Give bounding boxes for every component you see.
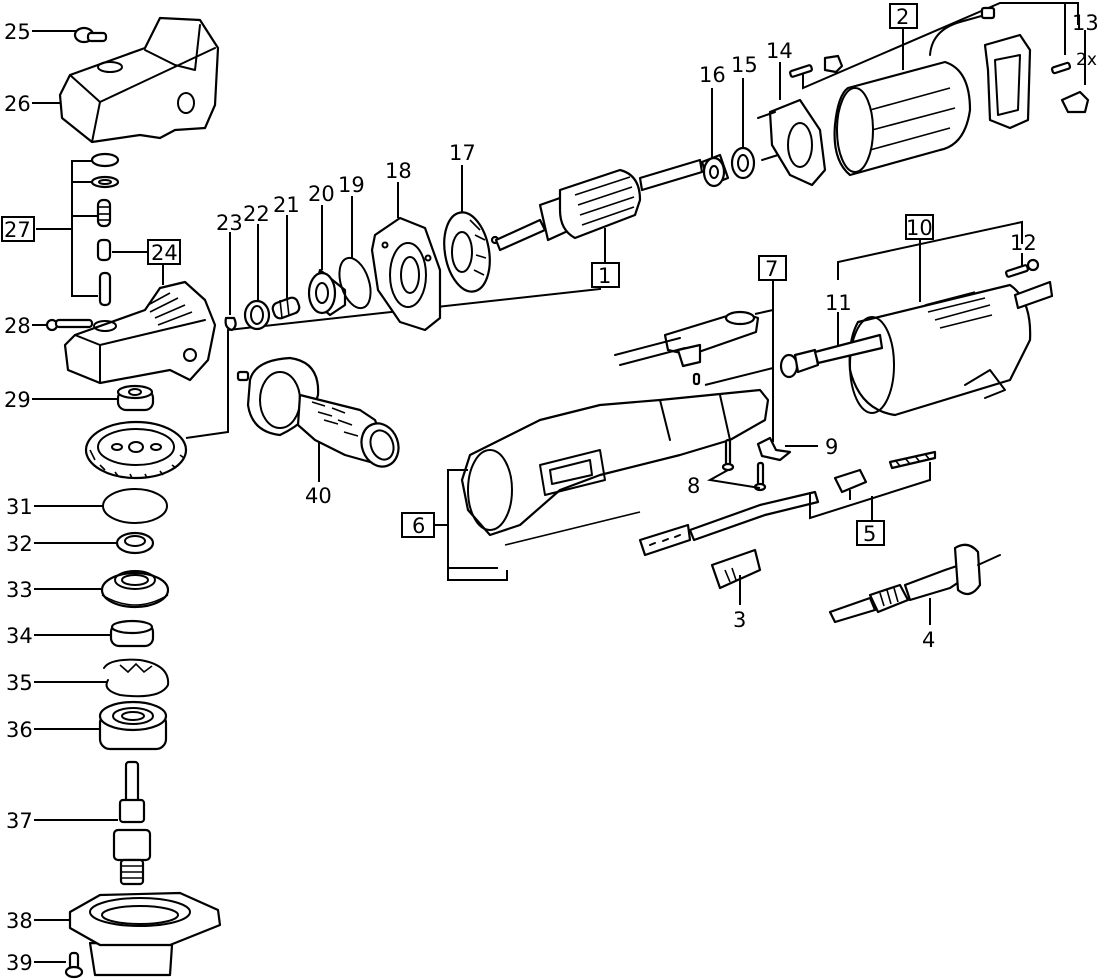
- label-22: 22: [243, 202, 270, 226]
- part-28-screw: [32, 318, 94, 332]
- label-15: 15: [731, 53, 758, 77]
- label-28: 28: [4, 314, 31, 338]
- part-bevel-gear: [84, 420, 188, 480]
- label-18: 18: [385, 159, 412, 183]
- part-18-bearing-plate: [370, 216, 442, 332]
- part-17-fan: [443, 211, 500, 293]
- part-26-gear-cover: [58, 16, 220, 144]
- label-1: 1: [598, 264, 611, 288]
- label-36: 36: [6, 718, 33, 742]
- label-39: 39: [6, 951, 33, 975]
- part-4-power-cord: [828, 543, 1001, 624]
- part-22-bearing-seal: [243, 299, 271, 331]
- label-27: 27: [4, 218, 31, 242]
- part-36-bearing: [34, 700, 168, 751]
- part-24-gear-housing: [63, 280, 217, 385]
- label-8: 8: [687, 474, 700, 498]
- label-20: 20: [308, 182, 335, 206]
- part-2-stator: [789, 6, 1032, 177]
- label-21: 21: [273, 193, 300, 217]
- label-3: 3: [733, 608, 746, 632]
- label-23: 23: [216, 211, 243, 235]
- part-10-motor-housing: [848, 280, 1054, 417]
- label-7: 7: [765, 257, 778, 281]
- part-11-housing-screw: [779, 333, 884, 379]
- box-1: [591, 262, 620, 288]
- label-26: 26: [4, 92, 31, 116]
- label-35: 35: [6, 671, 33, 695]
- part-37-spindle: [34, 760, 152, 886]
- part-35-circlip: [34, 658, 170, 698]
- part-29-bearing: [32, 384, 155, 412]
- label-29: 29: [4, 388, 31, 412]
- part-32-seal: [34, 531, 155, 555]
- label-12: 12: [1010, 231, 1037, 255]
- part-1-armature: [494, 158, 704, 252]
- label-24: 24: [151, 241, 178, 265]
- label-13: 13: [1072, 11, 1099, 35]
- label-6: 6: [412, 514, 425, 538]
- label-4: 4: [922, 628, 935, 652]
- part-14-insulating-plate: [757, 98, 827, 187]
- part-9-cable-clamp: [756, 436, 792, 462]
- part-31-o-ring: [34, 488, 168, 524]
- part-34-ring: [34, 619, 155, 648]
- leader-8: [706, 469, 761, 489]
- label-5: 5: [863, 522, 876, 546]
- leader-5-bracket: [809, 462, 931, 520]
- part-6-main-housing: [460, 388, 770, 546]
- label-16: 16: [699, 63, 726, 87]
- label-34: 34: [6, 624, 33, 648]
- label-2: 2: [896, 5, 909, 29]
- box-24: [147, 239, 181, 265]
- box-5: [856, 520, 885, 546]
- part-16-bearing: [700, 153, 730, 188]
- part-39-screw: [34, 951, 84, 979]
- leader-6-bracket: [447, 469, 508, 581]
- part-27-spindle-lock-kit: [36, 152, 120, 307]
- label-32: 32: [6, 532, 33, 556]
- part-15-bearing: [730, 146, 756, 180]
- label-33: 33: [6, 578, 33, 602]
- label-9: 9: [825, 435, 838, 459]
- part-7-switch-assembly: [614, 310, 760, 386]
- leader-2-bracket: [802, 2, 1079, 90]
- box-10: [905, 214, 934, 240]
- label-13-qty: 2x: [1076, 50, 1097, 70]
- part-5-switch-rod: [638, 450, 937, 557]
- leader-10-bracket: [837, 220, 1023, 280]
- part-3-switch-slider: [710, 548, 762, 590]
- label-17: 17: [449, 141, 476, 165]
- part-21-nut: [271, 296, 301, 320]
- label-14: 14: [766, 39, 793, 63]
- part-33-flange: [34, 570, 170, 609]
- part-23-clip: [224, 316, 237, 332]
- part-12-screw: [1005, 258, 1040, 278]
- label-25: 25: [4, 20, 31, 44]
- box-7: [758, 255, 787, 281]
- label-37: 37: [6, 809, 33, 833]
- part-38-base-flange: [34, 891, 222, 977]
- part-40-side-handle: [236, 356, 400, 468]
- label-40: 40: [305, 484, 332, 508]
- part-25-screw: [32, 26, 108, 44]
- part-13-screws-and-clips: [1050, 61, 1090, 114]
- part-19-o-ring: [338, 256, 372, 310]
- box-2: [889, 3, 918, 29]
- label-19: 19: [338, 173, 365, 197]
- label-10: 10: [906, 216, 933, 240]
- label-38: 38: [6, 909, 33, 933]
- label-31: 31: [6, 495, 33, 519]
- box-6: [401, 512, 435, 538]
- label-11: 11: [825, 291, 852, 315]
- box-27: [1, 216, 35, 242]
